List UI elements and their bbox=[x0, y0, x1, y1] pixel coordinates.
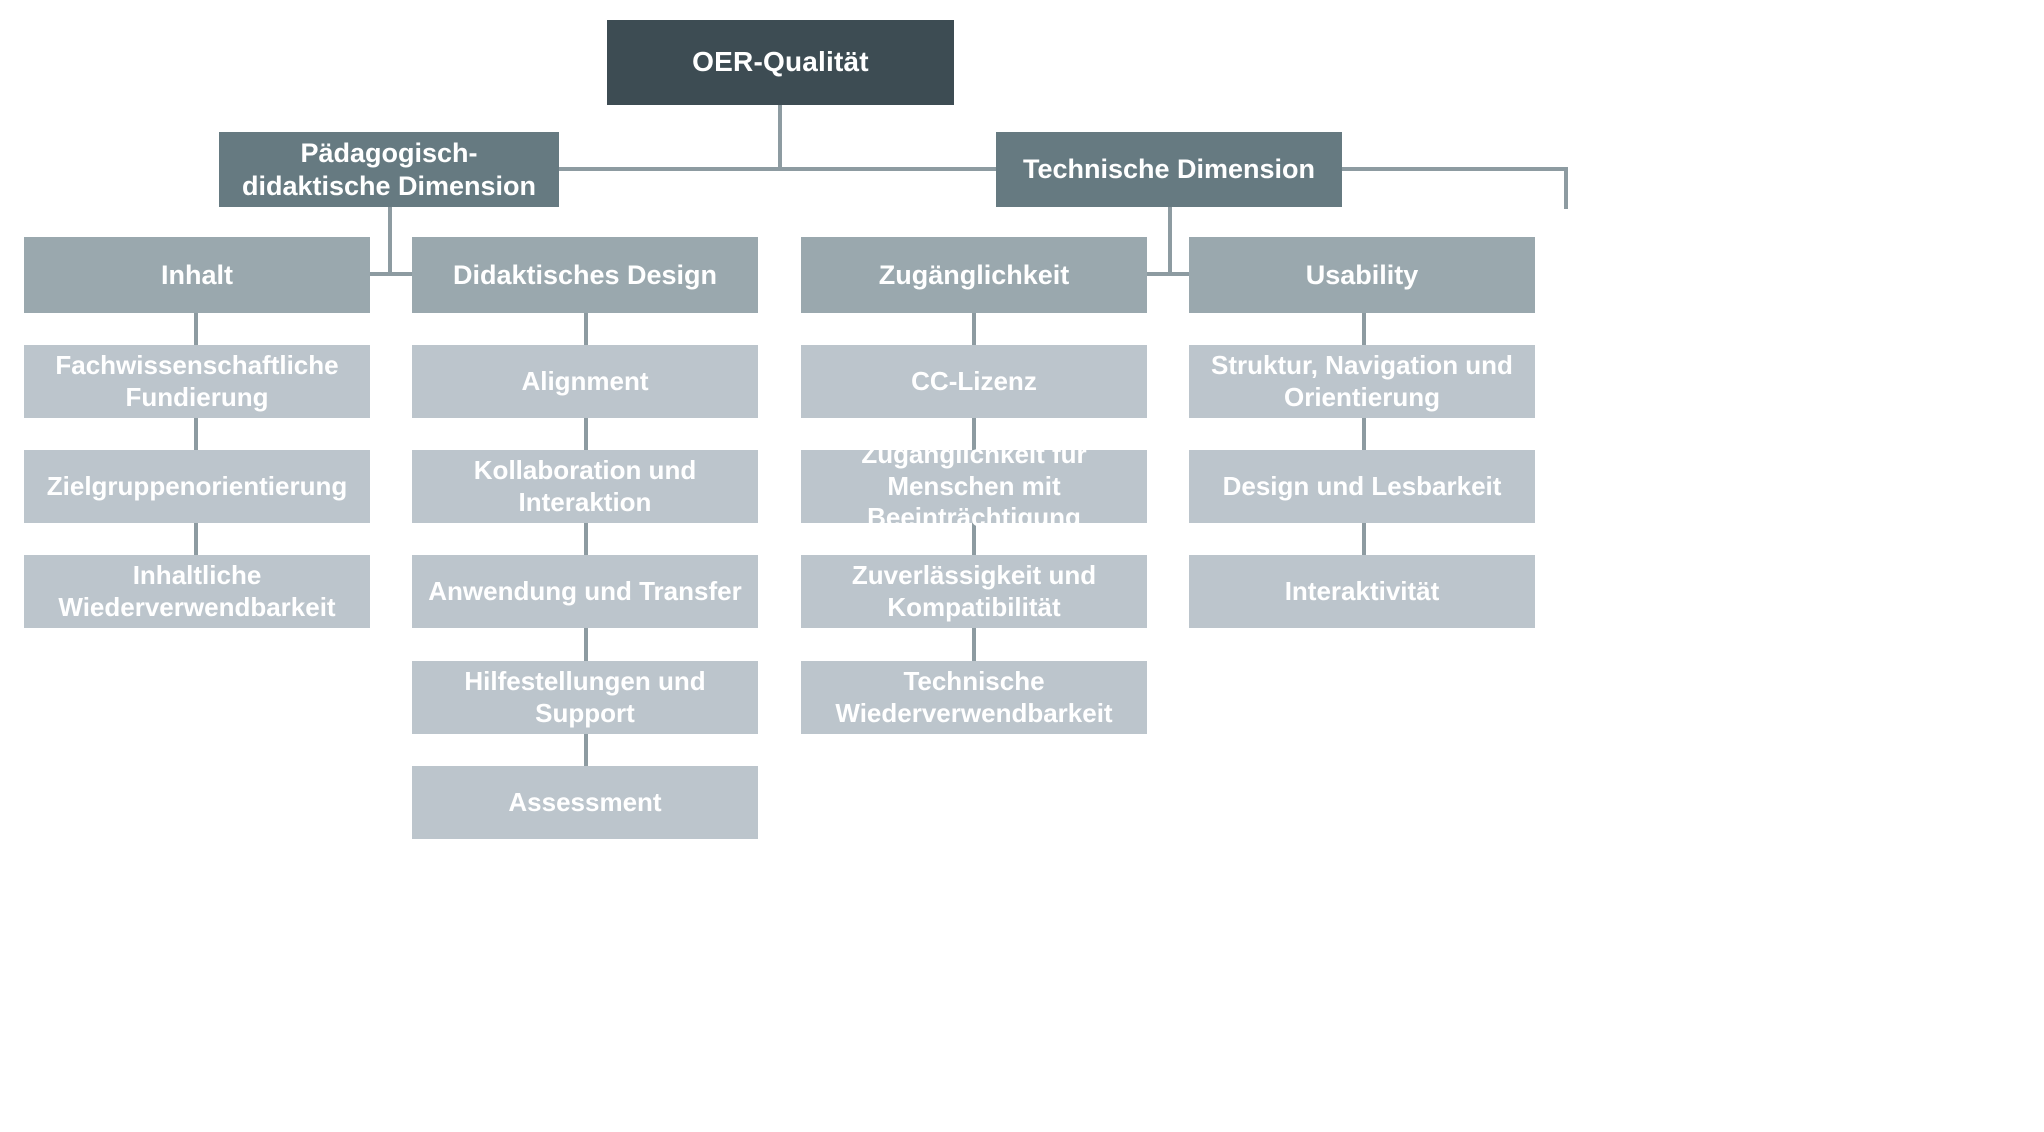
node-criterion-alignment[interactable]: Alignment bbox=[412, 345, 758, 418]
node-criterion-hilfestellungen-und-support[interactable]: Hilfestellungen und Support bbox=[412, 661, 758, 734]
node-label: Alignment bbox=[521, 365, 649, 396]
node-label: Interaktivität bbox=[1284, 575, 1440, 606]
node-label: OER-Qualität bbox=[692, 46, 869, 78]
node-criterion-fachwissenschaftliche-fundierung[interactable]: Fachwissenschaftliche Fundierung bbox=[24, 345, 370, 418]
connector-dim-right-riser bbox=[1564, 167, 1568, 209]
node-criterion-anwendung-und-transfer[interactable]: Anwendung und Transfer bbox=[412, 555, 758, 628]
node-criterion-zuverlaessigkeit-und-kompatibilitaet[interactable]: Zuverlässigkeit und Kompatibilität bbox=[801, 555, 1147, 628]
node-category-zugaenglichkeit[interactable]: Zugänglichkeit bbox=[801, 237, 1147, 313]
node-criterion-zugaenglichkeit-fuer-menschen-mit-beeintraechtigung[interactable]: Zugänglichkeit für Menschen mit Beeinträ… bbox=[801, 439, 1147, 532]
node-label: Fachwissenschaftliche Fundierung bbox=[55, 349, 339, 412]
node-label: Assessment bbox=[508, 786, 662, 817]
node-criterion-inhaltliche-wiederverwendbarkeit[interactable]: Inhaltliche Wiederverwendbarkeit bbox=[24, 555, 370, 628]
node-criterion-zielgruppenorientierung[interactable]: Zielgruppenorientierung bbox=[24, 450, 370, 523]
node-label: Zugänglichkeit bbox=[878, 259, 1070, 290]
node-label: Didaktisches Design bbox=[452, 259, 718, 290]
connector-root-stem bbox=[778, 105, 782, 168]
connector-dim-left-stem bbox=[388, 207, 392, 276]
connector-dim-left-bar bbox=[194, 272, 586, 276]
node-label: Design und Lesbarkeit bbox=[1222, 470, 1502, 501]
node-label: Kollaboration und Interaktion bbox=[473, 454, 697, 517]
node-label: Zuverlässigkeit und Kompatibilität bbox=[851, 559, 1097, 622]
connector-column-3-spine bbox=[972, 313, 976, 733]
node-criterion-interaktivitaet[interactable]: Interaktivität bbox=[1189, 555, 1535, 628]
node-criterion-assessment[interactable]: Assessment bbox=[412, 766, 758, 839]
node-root-oer-qualitaet[interactable]: OER-Qualität bbox=[607, 20, 954, 105]
node-dimension-technisch[interactable]: Technische Dimension bbox=[996, 132, 1342, 207]
node-label: Pädagogisch-didaktische Dimension bbox=[241, 137, 537, 201]
node-label: Inhaltliche Wiederverwendbarkeit bbox=[58, 559, 336, 622]
node-criterion-design-und-lesbarkeit[interactable]: Design und Lesbarkeit bbox=[1189, 450, 1535, 523]
node-label: Inhalt bbox=[161, 259, 233, 290]
node-label: Usability bbox=[1305, 259, 1419, 290]
connector-dim-right-bar bbox=[972, 272, 1364, 276]
node-label: CC-Lizenz bbox=[911, 365, 1037, 396]
node-criterion-cc-lizenz[interactable]: CC-Lizenz bbox=[801, 345, 1147, 418]
node-label: Technische Wiederverwendbarkeit bbox=[835, 665, 1113, 728]
node-label: Technische Dimension bbox=[1022, 154, 1316, 185]
node-dimension-paedagogisch-didaktisch[interactable]: Pädagogisch-didaktische Dimension bbox=[219, 132, 559, 207]
node-category-inhalt[interactable]: Inhalt bbox=[24, 237, 370, 313]
node-label: Struktur, Navigation und Orientierung bbox=[1211, 349, 1513, 412]
node-category-didaktisches-design[interactable]: Didaktisches Design bbox=[412, 237, 758, 313]
connector-dim-right-stem bbox=[1168, 207, 1172, 276]
connector-level2-bar bbox=[390, 167, 1566, 171]
node-label: Hilfestellungen und Support bbox=[464, 665, 706, 728]
node-criterion-technische-wiederverwendbarkeit[interactable]: Technische Wiederverwendbarkeit bbox=[801, 661, 1147, 734]
node-criterion-struktur-navigation-und-orientierung[interactable]: Struktur, Navigation und Orientierung bbox=[1189, 345, 1535, 418]
node-category-usability[interactable]: Usability bbox=[1189, 237, 1535, 313]
node-label: Zielgruppenorientierung bbox=[46, 470, 348, 501]
node-label: Anwendung und Transfer bbox=[428, 575, 742, 606]
node-label: Zugänglichkeit für Menschen mit Beeinträ… bbox=[861, 438, 1087, 533]
node-criterion-kollaboration-und-interaktion[interactable]: Kollaboration und Interaktion bbox=[412, 450, 758, 523]
